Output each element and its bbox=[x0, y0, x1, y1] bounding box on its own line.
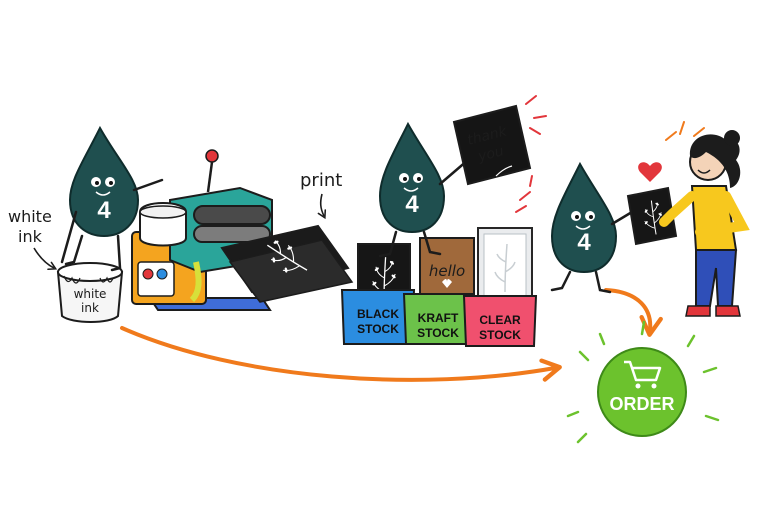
ink-drop-mascot-icon: 4 bbox=[550, 161, 634, 294]
order-pointer-arrow bbox=[604, 288, 663, 337]
sparkle-lines bbox=[525, 95, 547, 135]
stock-box-label-line1: BLACK bbox=[357, 307, 399, 321]
handed-card bbox=[626, 186, 678, 246]
print-note-arrow bbox=[317, 193, 327, 220]
white-ink-note-line1: white bbox=[8, 207, 52, 226]
cart-icon bbox=[624, 360, 662, 389]
white-ink-note-arrow bbox=[33, 247, 58, 271]
paint-bucket-icon: white ink bbox=[56, 262, 124, 323]
kraft-card-text: hello bbox=[429, 262, 465, 280]
drop-number: 4 bbox=[405, 191, 419, 218]
ink-drop-mascot-icon: 4 bbox=[378, 121, 470, 258]
print-note: print bbox=[300, 170, 342, 191]
white-ink-note-line2: ink bbox=[18, 227, 43, 246]
drop-number: 4 bbox=[97, 197, 111, 224]
order-button[interactable]: ORDER bbox=[566, 320, 720, 444]
thank-you-card: thank you bbox=[452, 104, 532, 186]
printed-sheet bbox=[220, 224, 354, 303]
process-flow-arrow bbox=[120, 326, 562, 382]
stock-box-label-line2: STOCK bbox=[357, 322, 399, 336]
card-message-line2: you bbox=[476, 143, 506, 165]
stock-box-label-line1: CLEAR bbox=[479, 313, 521, 327]
stock-box-kraft: hello KRAFT STOCK bbox=[402, 237, 475, 345]
stock-box-label-line1: KRAFT bbox=[418, 311, 459, 325]
stock-box-clear: CLEAR STOCK bbox=[462, 227, 538, 347]
bucket-label-line1: white bbox=[74, 287, 107, 301]
sparkle-lines bbox=[515, 175, 533, 213]
customer-figure bbox=[638, 121, 750, 317]
order-button-label: ORDER bbox=[609, 394, 674, 414]
stock-box-label-line2: STOCK bbox=[417, 326, 459, 340]
ink-drop-mascot-icon: 4 bbox=[60, 125, 164, 272]
stock-box-label-line2: STOCK bbox=[479, 328, 521, 342]
drop-number: 4 bbox=[577, 229, 591, 256]
bucket-label-line2: ink bbox=[81, 301, 99, 315]
heart-icon bbox=[638, 162, 662, 182]
